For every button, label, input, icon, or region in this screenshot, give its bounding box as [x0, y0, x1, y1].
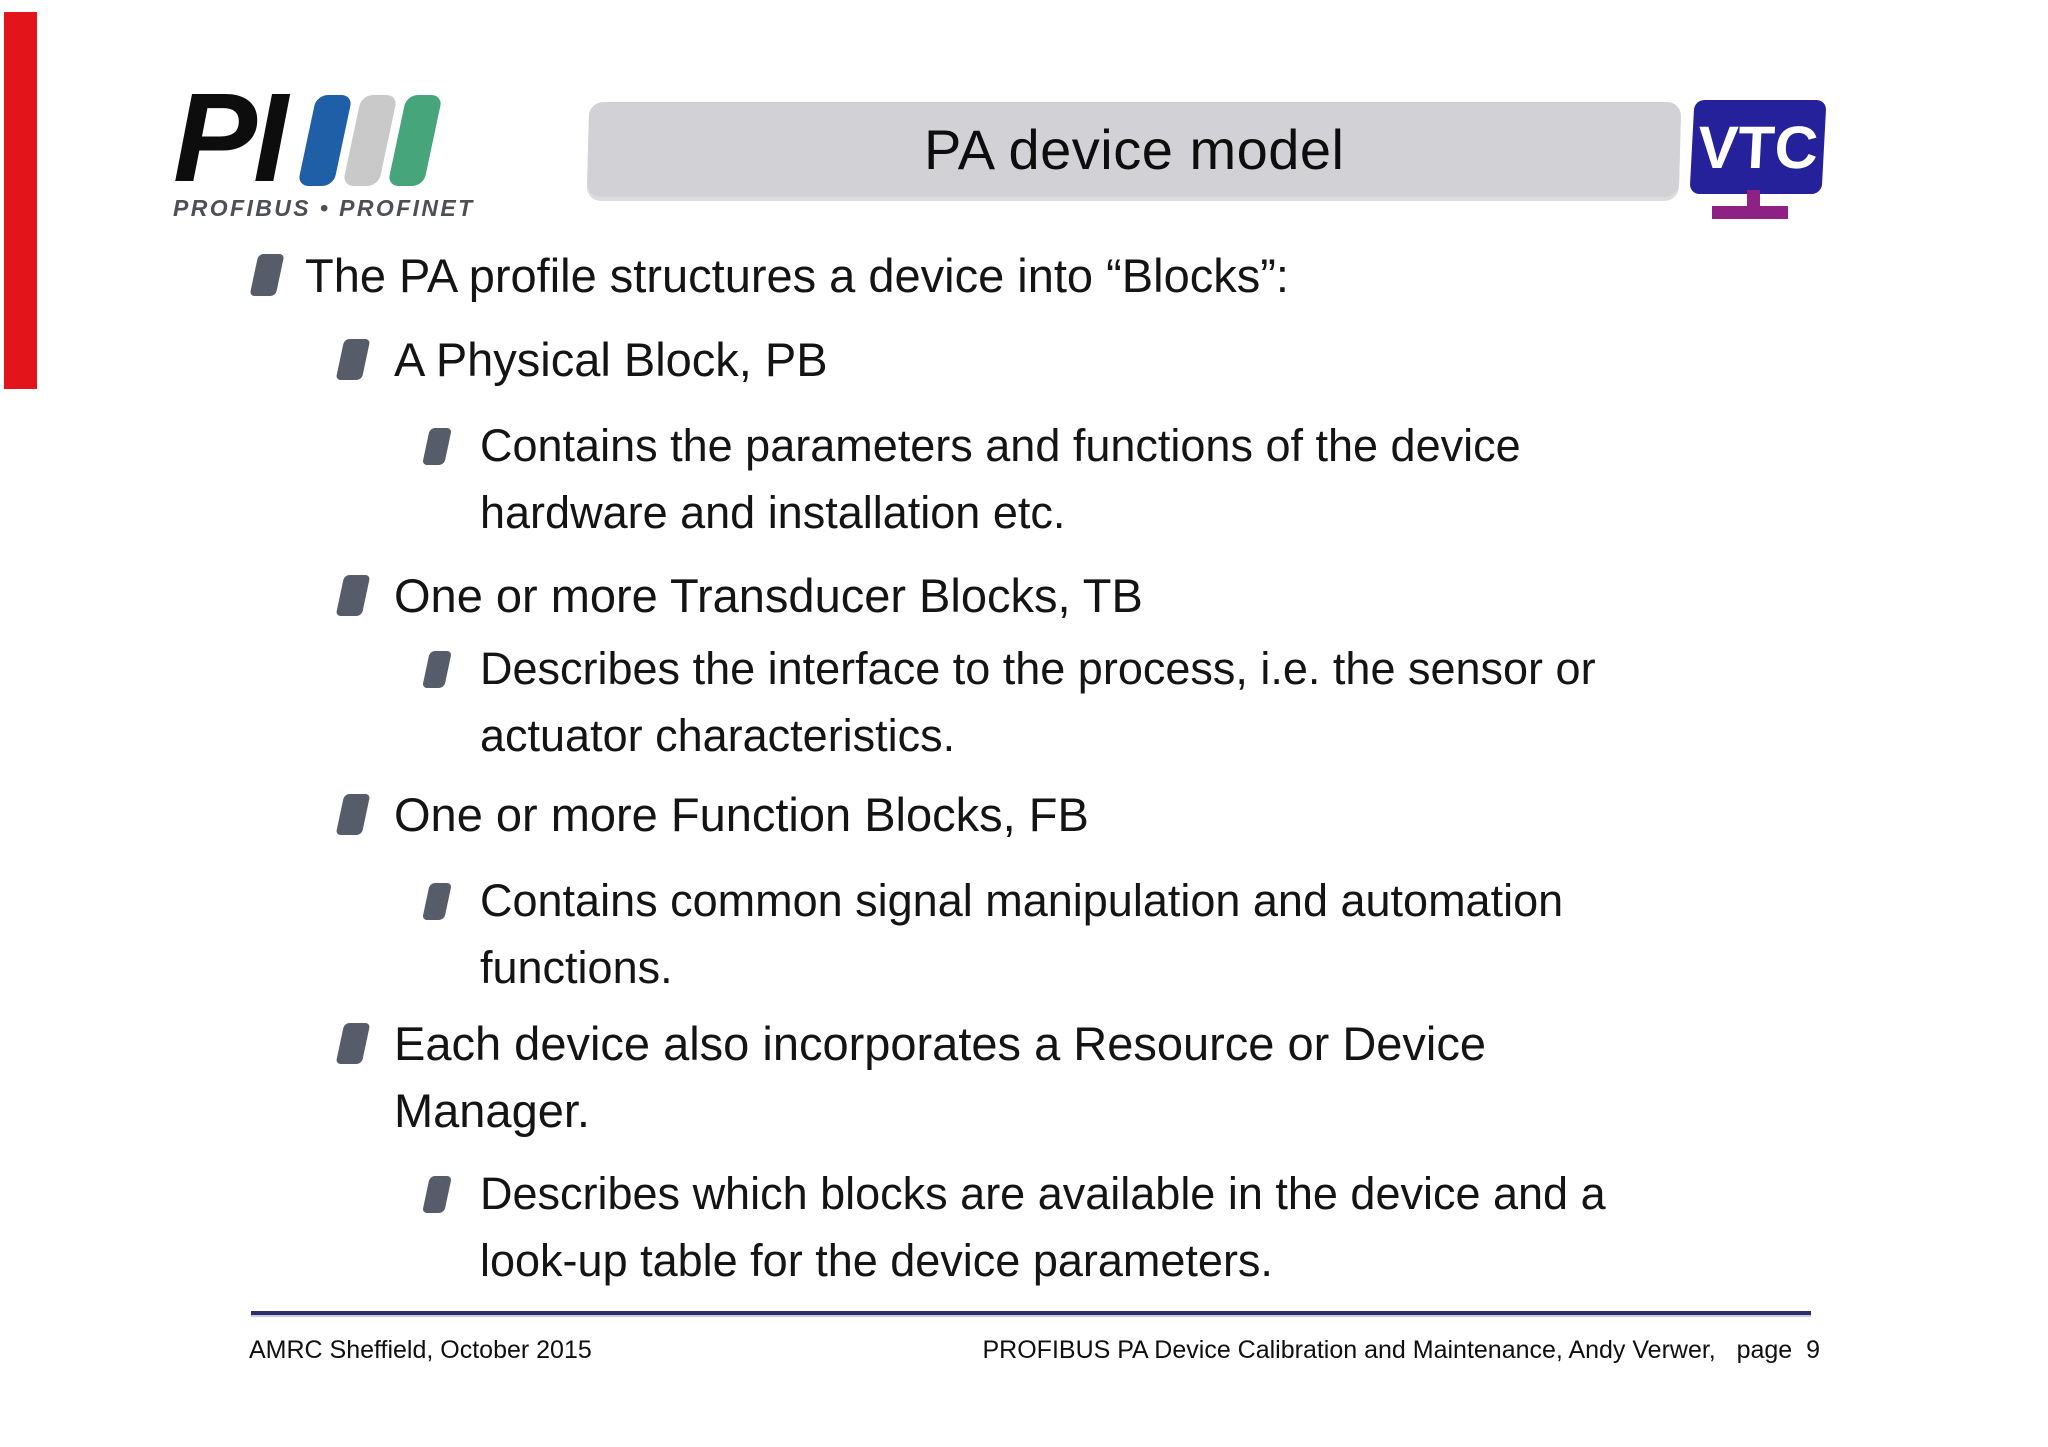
bullet-marker-icon [422, 651, 452, 688]
bullet-marker-icon [335, 575, 371, 616]
footer-course-page: PROFIBUS PA Device Calibration and Maint… [982, 1336, 1821, 1364]
vtc-monitor-base-icon [1712, 206, 1788, 219]
bullet-item: Describes which blocks are available in … [0, 1160, 2048, 1294]
bullet-marker-icon [335, 1023, 371, 1064]
bullet-marker-icon [422, 883, 452, 920]
vtc-logo: VTC [1689, 100, 1832, 220]
pi-logo-row: PI [173, 67, 443, 208]
bullet-text: A Physical Block, PB [394, 333, 828, 386]
profibus-logo: PI PROFIBUS • PROFINET [173, 67, 472, 222]
bullet-text: Contains common signal manipulation and … [480, 875, 1564, 993]
footer-divider [251, 1311, 1811, 1315]
bullet-text: Each device also incorporates a Resource… [394, 1017, 1486, 1137]
bullet-text: One or more Transducer Blocks, TB [394, 569, 1143, 622]
bullet-text: Describes the interface to the process, … [480, 643, 1596, 761]
bullet-text: One or more Function Blocks, FB [394, 788, 1089, 841]
bullet-marker-icon [422, 1176, 452, 1213]
bullet-text: Contains the parameters and functions of… [480, 420, 1521, 538]
footer-divider-shadow [251, 1315, 1811, 1317]
footer-venue-date: AMRC Sheffield, October 2015 [249, 1336, 592, 1364]
bullet-marker-icon [249, 254, 285, 296]
bullet-item: Contains the parameters and functions of… [0, 412, 2048, 546]
bullet-item: A Physical Block, PB [0, 326, 2048, 393]
bullet-item: Contains common signal manipulation and … [0, 867, 2048, 1001]
bullet-marker-icon [335, 794, 371, 835]
bullet-item: Each device also incorporates a Resource… [0, 1010, 2048, 1144]
pi-logo-text: PI [173, 67, 288, 208]
bullet-marker-icon [422, 428, 452, 465]
bullet-text: Describes which blocks are available in … [480, 1168, 1606, 1286]
bullet-item: One or more Transducer Blocks, TB [0, 562, 2048, 629]
red-accent-bar [4, 12, 37, 389]
bullet-item: One or more Function Blocks, FB [0, 781, 2048, 848]
bullet-item: Describes the interface to the process, … [0, 635, 2048, 769]
bullet-marker-icon [335, 339, 371, 380]
bullet-text: The PA profile structures a device into … [305, 249, 1289, 302]
bullet-item: The PA profile structures a device into … [0, 242, 2048, 309]
